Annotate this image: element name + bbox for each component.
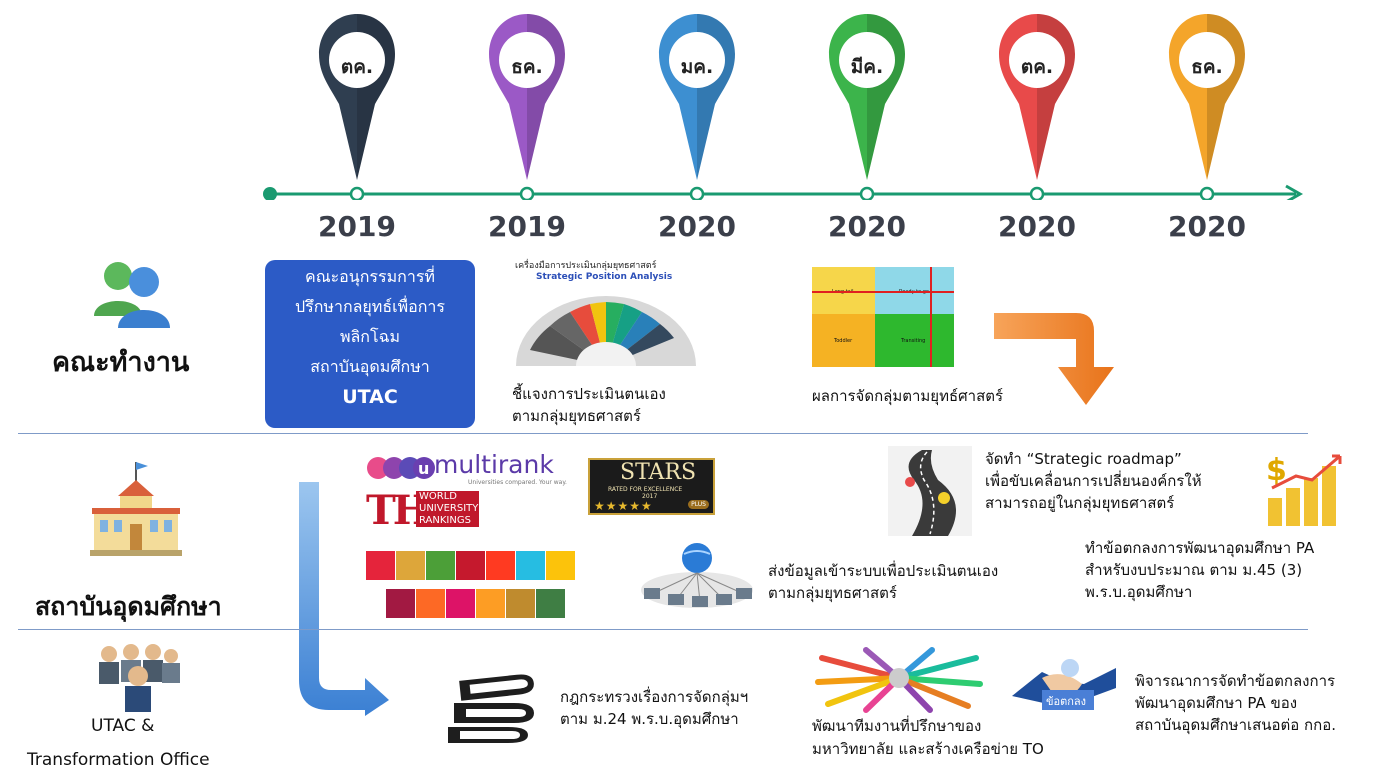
timeline-month-label: มค. [680,56,714,78]
timeline-month-label: ตค. [340,56,374,78]
utac-box-line: สถาบันอุดมศึกษา [310,357,430,376]
money-growth-icon: $ [1266,453,1342,526]
roadmap-line2: เพื่อขับเคลื่อนการเปลี่ยนองค์กรให้ [985,472,1202,490]
row-title-institution: สถาบันอุดมศึกษา [35,592,222,621]
timeline-month-label: มีค. [850,56,884,78]
utac-box-line: UTAC [342,386,398,408]
orange-turn-arrow [994,313,1114,405]
timeline-year-6: 2020 [1168,210,1246,243]
utac-box-line: คณะอนุกรรมการที่ [305,267,435,286]
multirank-tagline: Universities compared. Your way. [468,479,567,486]
spa-subheading: Strategic Position Analysis [536,272,673,282]
advisor-network-line1: พัฒนาทีมงานที่ปรึกษาของ [812,717,982,735]
sdg-goals-grid [366,551,578,619]
books-icon [448,674,534,743]
timeline-year-5: 2020 [998,210,1076,243]
stars-rating-logo: STARS RATED FOR EXCELLENCE 2017 ★★★★★ PL… [588,458,715,515]
university-building-icon [90,462,182,556]
row-title-utac-line2: Transformation Office [27,750,210,770]
the-line: WORLD [419,491,457,502]
consider-line3: สถาบันอุดมศึกษาเสนอต่อ กกอ. [1135,716,1336,734]
svg-text:u: u [418,459,429,478]
blue-flow-arrow [299,482,389,716]
utac-box-line: ปรึกษากลยุทธ์เพื่อการ [294,297,446,316]
stars-sub: RATED FOR EXCELLENCE [608,486,683,493]
row-divider-1 [18,433,1308,434]
timeline-pin-1: ตค. [317,12,397,182]
advisor-network-line2: มหาวิทยาลัย และสร้างเครือข่าย TO [812,740,1044,758]
agreement-badge-text: ข้อตกลง [1046,695,1086,708]
timeline-start-dot [263,187,277,200]
row-title-working-group: คณะทำงาน [52,347,190,378]
pa-agreement-line2: สำหรับงบประมาณ ตาม ม.45 (3) [1085,561,1303,579]
the-line: RANKINGS [419,515,471,526]
timeline-year-3: 2020 [658,210,736,243]
consider-line2: พัฒนาอุดมศึกษา PA ของ [1135,694,1298,712]
users-icon [94,262,170,328]
advisor-network-icon [815,647,983,713]
utac-committee-box: คณะอนุกรรมการที่ ปรึกษากลยุทธ์เพื่อการ พ… [265,260,475,428]
stars-title: STARS [620,460,697,485]
timeline-year-1: 2019 [318,210,396,243]
utac-box-line: พลิกโฉม [339,327,401,346]
timeline-year-2: 2019 [488,210,566,243]
roadmap-line1: จัดทำ “Strategic roadmap” [985,450,1182,468]
quadrant-chart: Long tail Ready to go Toddler Transiting [812,267,954,367]
multirank-logo-text: multirank [434,450,554,479]
svg-text:$: $ [1266,453,1287,488]
spa-heading: เครื่องมือการประเมินกลุ่มยุทธศาสตร์ [515,261,657,271]
timeline-pin-3: มค. [657,12,737,182]
submit-data-line2: ตามกลุ่มยุทธศาสตร์ [768,584,897,602]
row-divider-2 [18,629,1308,630]
consider-line1: พิจารณาการจัดทำข้อตกลงการ [1135,672,1336,690]
timeline-month-label: ธค. [1191,56,1223,78]
spa-caption-line2: ตามกลุ่มยุทธศาสตร์ [512,407,641,425]
roadmap-road-icon [888,446,972,536]
quadrant-transiting: Transiting [875,314,954,367]
timeline-pin-5: ตค. [997,12,1077,182]
stars-year: 2017 [642,493,658,500]
timeline-pin-4: มีค. [827,12,907,182]
pa-agreement-line1: ทำข้อตกลงการพัฒนาอุดมศึกษา PA [1085,539,1315,557]
spa-gauge-chart [516,296,696,366]
team-people-icon [99,644,180,712]
roadmap-line3: สามารถอยู่ในกลุ่มยุทธศาสตร์ [985,494,1175,512]
submit-data-line1: ส่งข้อมูลเข้าระบบเพื่อประเมินตนเอง [768,562,999,580]
quadrant-marker-horizontal [812,291,954,293]
timeline-month-label: ธค. [511,56,543,78]
quadrant-caption: ผลการจัดกลุ่มตามยุทธ์ศาสตร์ [812,387,1004,405]
timeline-month-label: ตค. [1020,56,1054,78]
timeline-line [263,184,1304,200]
quadrant-toddler: Toddler [812,314,875,367]
timeline-pin-2: ธค. [487,12,567,182]
multirank-logo-icon: u [367,457,435,479]
handshake-agreement-icon: ข้อตกลง [1012,659,1116,710]
spa-caption-line1: ชี้แจงการประเมินตนเอง [512,385,666,403]
quadrant-marker-vertical [930,267,932,367]
timeline-pin-6: ธค. [1167,12,1247,182]
the-line: UNIVERSITY [419,503,479,514]
stars-rating-stars: ★★★★★ [594,499,653,513]
the-rankings-text: WORLD UNIVERSITY RANKINGS [416,491,479,527]
ministerial-rule-line2: ตาม ม.24 พ.ร.บ.อุดมศึกษา [560,710,739,728]
timeline-year-4: 2020 [828,210,906,243]
network-globe-icon [641,543,753,608]
ministerial-rule-line1: กฎกระทรวงเรื่องการจัดกลุ่มฯ [560,688,749,706]
pa-agreement-line3: พ.ร.บ.อุดมศึกษา [1085,583,1193,601]
stars-badge: PLUS [688,500,709,509]
row-title-utac-line1: UTAC & [91,716,155,736]
